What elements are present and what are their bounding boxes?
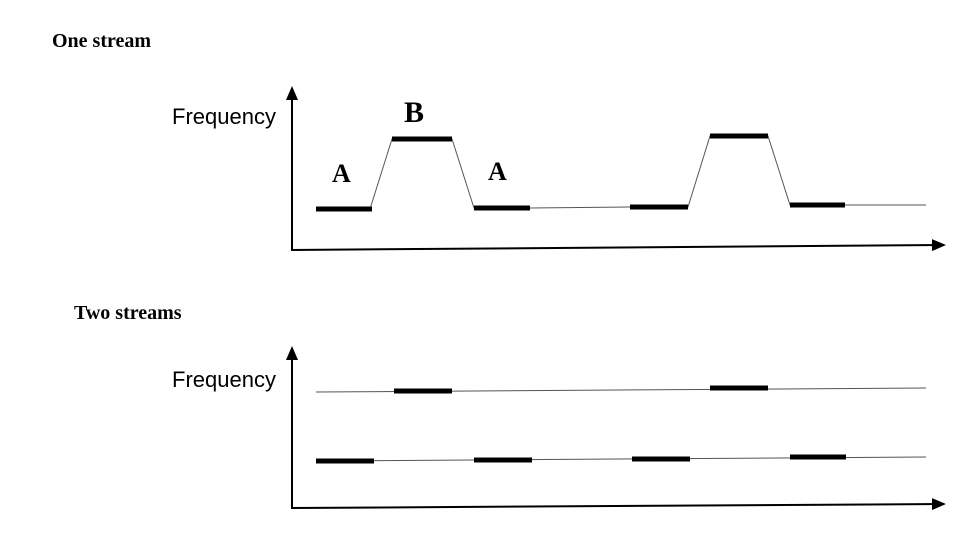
label-a-first: A xyxy=(332,159,351,188)
x-axis xyxy=(290,498,946,511)
y-axis-label: Frequency xyxy=(172,367,276,392)
x-axis xyxy=(290,239,946,252)
panel-title-one-stream: One stream xyxy=(52,30,152,52)
panel-two-streams: Frequency xyxy=(172,346,946,511)
y-axis-label: Frequency xyxy=(172,104,276,129)
label-a-second: A xyxy=(488,157,507,186)
frequency-path xyxy=(369,135,926,210)
panel-one-stream: Frequency A B A xyxy=(172,86,946,252)
panel-title-two-streams: Two streams xyxy=(74,302,182,324)
label-b: B xyxy=(404,96,424,129)
